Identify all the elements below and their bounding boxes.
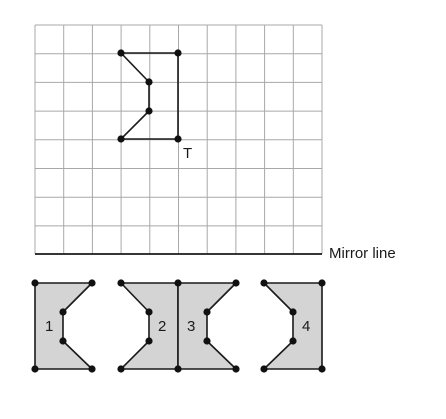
option-vertex — [88, 365, 96, 373]
option-label-2: 2 — [158, 318, 166, 335]
option-vertex — [232, 279, 240, 287]
option-vertex — [88, 279, 96, 287]
option-vertex — [289, 337, 297, 345]
option-label-4: 4 — [302, 318, 310, 335]
shape-t-vertex — [145, 107, 153, 115]
mirror-line-label: Mirror line — [329, 245, 396, 262]
option-vertex — [203, 308, 211, 316]
option-vertex — [318, 279, 326, 287]
option-vertex — [31, 365, 39, 373]
shape-t-vertex — [174, 135, 182, 143]
option-shapes — [34, 282, 323, 370]
option-vertex — [31, 279, 39, 287]
option-vertex — [318, 365, 326, 373]
option-vertex — [59, 308, 67, 316]
shape-t-vertex — [117, 49, 125, 57]
option-1-shape — [35, 283, 92, 369]
shape-t-vertex — [174, 49, 182, 57]
shape-t-vertex — [145, 78, 153, 86]
shape-t-vertex — [117, 135, 125, 143]
option-vertex — [203, 337, 211, 345]
option-label-3: 3 — [187, 318, 195, 335]
shape-t-vertices — [117, 49, 182, 143]
option-label-1: 1 — [45, 318, 53, 335]
shape-t-label: T — [183, 145, 192, 162]
option-vertex — [117, 365, 125, 373]
option-vertex — [174, 365, 182, 373]
option-vertex — [145, 337, 153, 345]
option-vertex — [145, 308, 153, 316]
option-vertex — [117, 279, 125, 287]
option-vertices — [31, 279, 326, 373]
option-vertex — [59, 337, 67, 345]
option-vertex — [289, 308, 297, 316]
option-vertex — [232, 365, 240, 373]
option-vertex — [260, 279, 268, 287]
option-vertex — [174, 279, 182, 287]
option-vertex — [260, 365, 268, 373]
